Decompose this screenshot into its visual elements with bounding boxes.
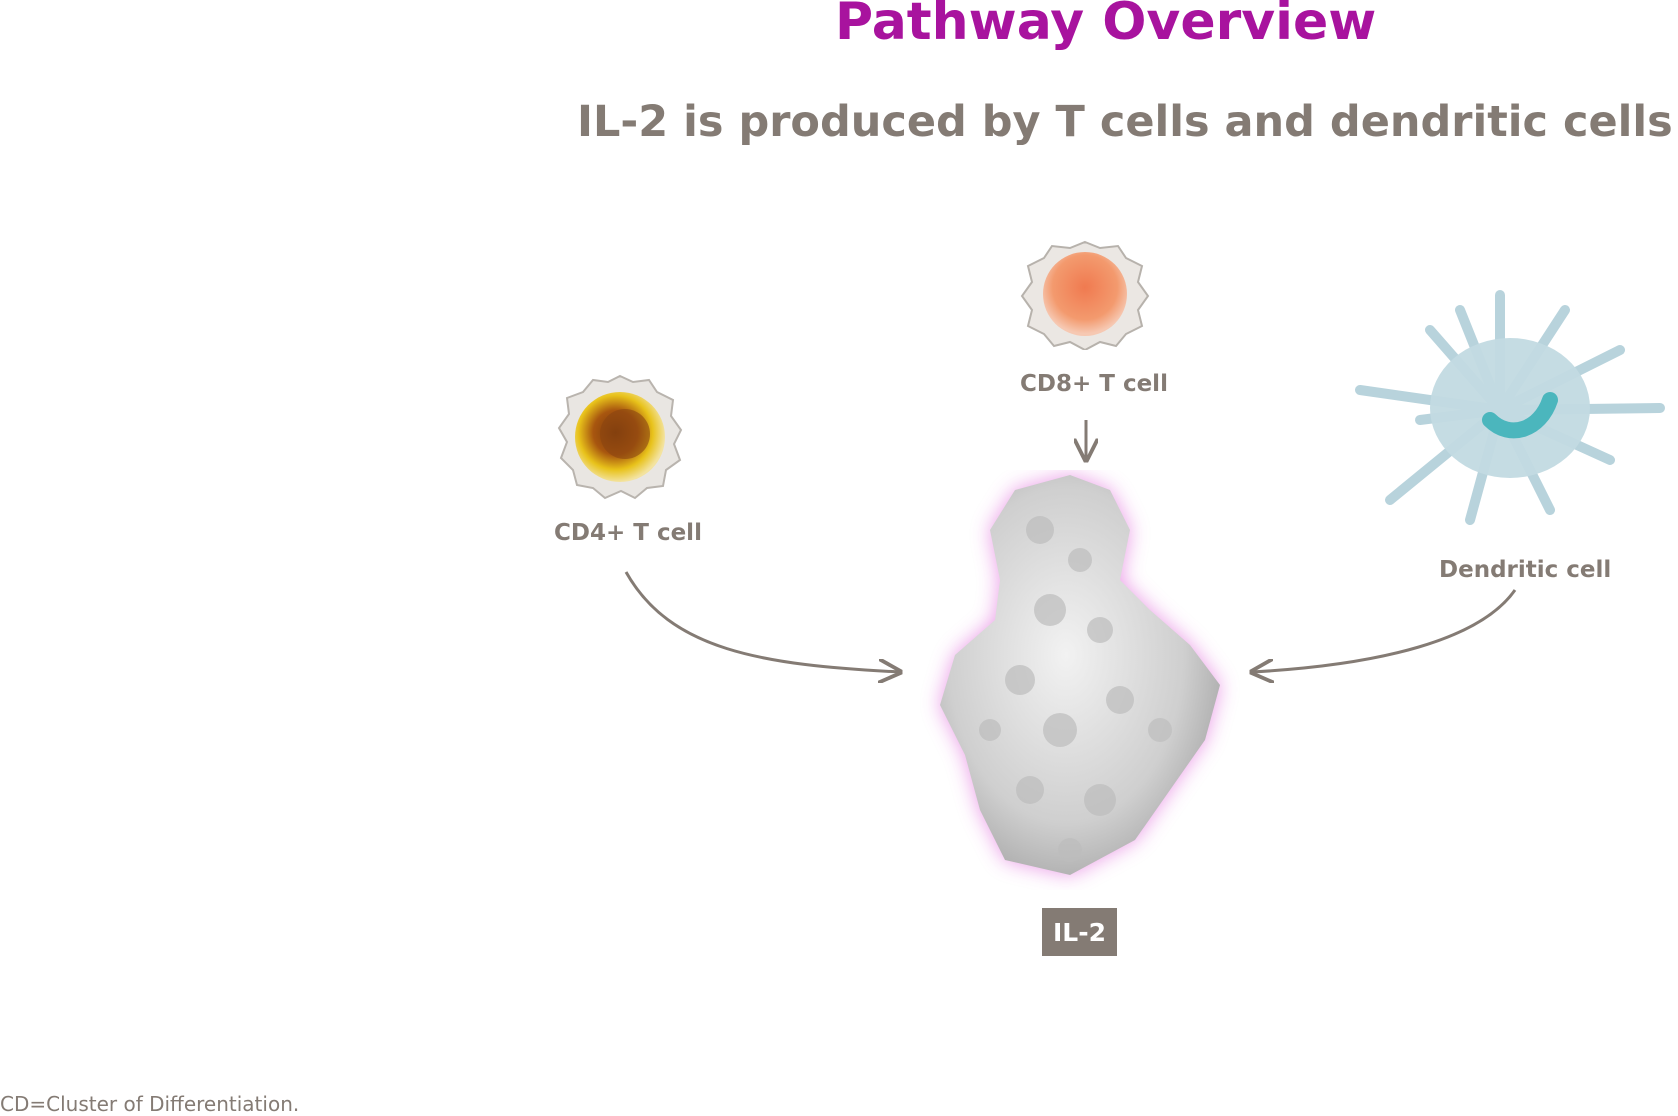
cd4-to-il2-arrow [624, 571, 900, 672]
il2-protein-icon [940, 475, 1220, 875]
page-subtitle: IL-2 is produced by T cells and dendriti… [577, 97, 1673, 147]
cd8-t-cell-icon [1020, 240, 1150, 350]
cd8-t-cell-label: CD8+ T cell [1020, 371, 1168, 397]
footnote: CD=Cluster of Differentiation. [0, 1092, 300, 1116]
page-title: Pathway Overview [835, 0, 1377, 52]
dendritic-cell-icon [1355, 290, 1665, 525]
il2-label-badge: IL-2 [1042, 908, 1117, 956]
cd4-t-cell-icon [557, 374, 683, 500]
cd4-t-cell-label: CD4+ T cell [554, 520, 702, 546]
dendritic-cell-label: Dendritic cell [1439, 557, 1612, 583]
dendritic-to-il2-arrow [1252, 589, 1517, 672]
